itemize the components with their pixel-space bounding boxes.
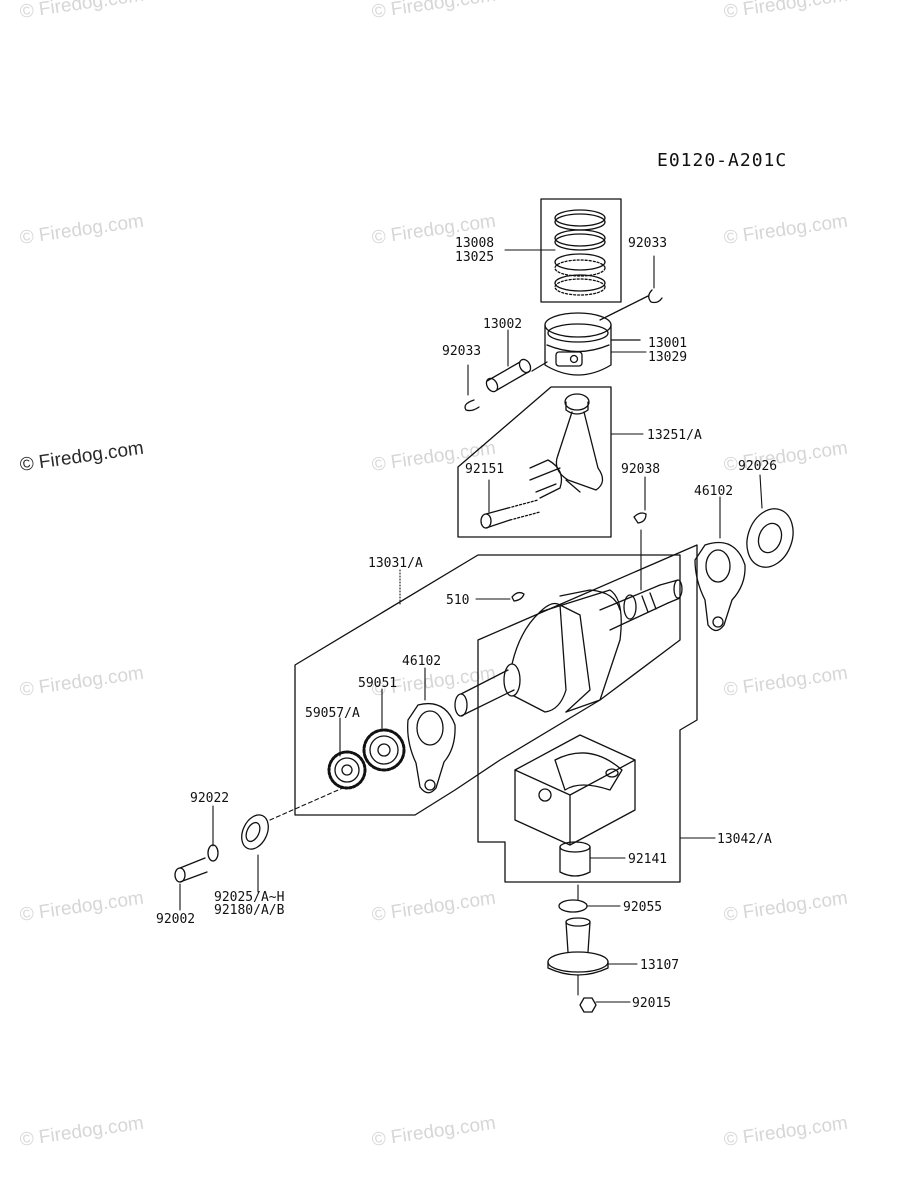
- label-13001: 13001: [648, 336, 687, 351]
- balancer-frame: [477, 544, 698, 883]
- label-46102-left: 46102: [402, 654, 441, 669]
- label-92038: 92038: [621, 462, 660, 477]
- bushing-92141-drawing: [559, 841, 591, 877]
- spacer-92026-drawing: [746, 508, 794, 568]
- label-13107: 13107: [640, 958, 679, 973]
- label-13025: 13025: [455, 250, 494, 265]
- balancer-drawing: [514, 734, 636, 846]
- piston-rings-drawing: [554, 209, 606, 296]
- circlip-right-drawing: [648, 289, 663, 304]
- crankshaft-drawing: [454, 579, 683, 717]
- leader-lines: [179, 249, 763, 1003]
- label-92022: 92022: [190, 791, 229, 806]
- thrust-plate-right-drawing: [694, 541, 746, 632]
- label-92033-right: 92033: [628, 236, 667, 251]
- diagram-code: E0120-A201C: [657, 150, 788, 171]
- label-92151: 92151: [465, 462, 504, 477]
- label-92180: 92180/A/B: [214, 903, 285, 918]
- rod-bolt-drawing: [480, 499, 541, 529]
- circlip-left-drawing: [464, 399, 480, 412]
- oring-92055-drawing: [558, 899, 588, 913]
- crankshaft-frame: [294, 554, 681, 816]
- label-92026: 92026: [738, 459, 777, 474]
- piston-drawing: [544, 295, 649, 376]
- piston-pin-drawing: [485, 358, 548, 393]
- label-46102-right: 46102: [694, 484, 733, 499]
- key-510-drawing: [511, 591, 525, 602]
- nut-92015-drawing: [579, 997, 597, 1013]
- label-13042-a: 13042/A: [717, 832, 772, 847]
- label-92025: 92025/A~H: [214, 890, 284, 905]
- label-92033-left: 92033: [442, 344, 481, 359]
- washer-92025-drawing: [241, 814, 269, 850]
- label-59051: 59051: [358, 676, 397, 691]
- label-92002: 92002: [156, 912, 195, 927]
- label-92015: 92015: [632, 996, 671, 1011]
- label-92141: 92141: [628, 852, 667, 867]
- connecting-rod-drawing: [529, 393, 604, 499]
- label-13008: 13008: [455, 236, 494, 251]
- key-92038-drawing: [633, 512, 647, 524]
- bolt-92002-drawing: [174, 857, 208, 883]
- label-59057-a: 59057/A: [305, 706, 360, 721]
- label-13029: 13029: [648, 350, 687, 365]
- gear-59051-drawing: [362, 728, 406, 772]
- gear-59057-drawing: [327, 750, 367, 790]
- shaft-13107-drawing: [547, 917, 609, 976]
- label-13251-a: 13251/A: [647, 428, 702, 443]
- label-510: 510: [446, 593, 469, 608]
- connecting-rod-frame: [457, 386, 612, 538]
- label-92055: 92055: [623, 900, 662, 915]
- thrust-plate-left-drawing: [407, 702, 456, 794]
- label-13002: 13002: [483, 317, 522, 332]
- label-13031-a: 13031/A: [368, 556, 423, 571]
- washer-92022-drawing: [207, 844, 219, 862]
